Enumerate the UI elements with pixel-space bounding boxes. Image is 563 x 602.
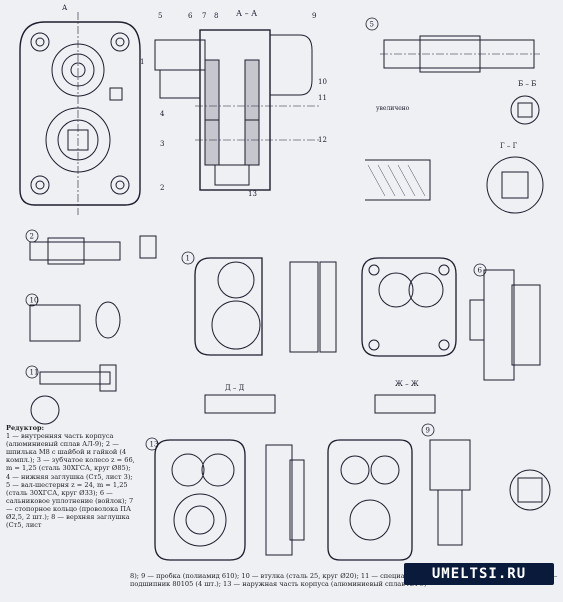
detail-circle-number: 1 — [186, 255, 190, 263]
legend: Редуктор: 1 — внутренняя часть корпуса (… — [6, 424, 136, 529]
part-number: 6 — [188, 12, 193, 20]
small-parts-left — [29, 235, 157, 425]
part-6-view — [469, 269, 541, 381]
hatching — [367, 164, 426, 197]
part-9-plug — [429, 439, 551, 546]
section-dd-label: Д – Д — [225, 384, 245, 392]
section-bb-label: Б – Б — [518, 80, 536, 88]
part-number: 13 — [248, 190, 257, 198]
housing-front-view — [19, 12, 141, 215]
detail-circle — [25, 365, 39, 379]
watermark-logo: UMELTSI.RU — [404, 563, 554, 585]
detail-circle — [365, 17, 379, 31]
detail-circle — [145, 437, 159, 451]
detail-circle — [473, 263, 487, 277]
part-number: 11 — [318, 94, 327, 102]
part-number: 4 — [160, 110, 165, 118]
section-aa-label: А – А — [236, 9, 257, 18]
part-number: 7 — [202, 12, 206, 20]
part-13-outer-housing — [154, 439, 413, 561]
detail-circle — [181, 251, 195, 265]
detail-circle-number: 10 — [30, 297, 39, 305]
detail-circle-number: 6 — [478, 267, 483, 275]
part-number: 8 — [214, 12, 218, 20]
part-number: 2 — [160, 184, 164, 192]
section-gg-label: Г – Г — [500, 142, 518, 150]
part-number: 10 — [318, 78, 327, 86]
section-a-marker: А — [62, 4, 68, 12]
part-1-inner-housing — [194, 257, 337, 414]
detail-circle — [25, 229, 39, 243]
part-number: 12 — [318, 136, 327, 144]
plate-view — [361, 257, 457, 414]
detail-circle — [25, 293, 39, 307]
detail-circle-number: 13 — [150, 441, 159, 449]
detail-circle-number: 2 — [30, 233, 34, 241]
part-number: 5 — [158, 12, 162, 20]
part-number: 1 — [140, 58, 144, 66]
detail-circle-number: 11 — [30, 369, 39, 377]
detail-circle-number: 9 — [426, 427, 430, 435]
legend-heading: Редуктор: — [6, 424, 45, 432]
part-number: 9 — [312, 12, 316, 20]
detail-shaft-5 — [365, 35, 544, 214]
detail-circle — [421, 423, 435, 437]
section-aa — [154, 29, 320, 191]
legend-text: 1 — внутренняя часть корпуса (алюминиевы… — [6, 432, 135, 530]
part-number: 3 — [160, 140, 164, 148]
detail-circle-number: 5 — [370, 21, 374, 29]
section-zhzh-label: Ж – Ж — [395, 380, 419, 388]
zoom-label: увеличено — [376, 105, 410, 112]
legend-continuation: 8); 9 — пробка (полиамид 610); 10 — втул… — [130, 572, 558, 589]
